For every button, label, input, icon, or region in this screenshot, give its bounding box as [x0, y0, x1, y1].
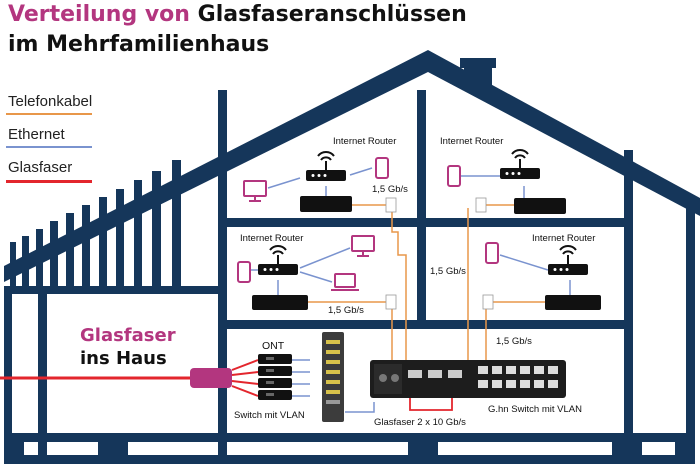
legend-label-ethernet: Ethernet — [8, 126, 65, 143]
ont-stack — [258, 354, 292, 400]
phone-icon-ml — [237, 261, 251, 283]
router-label-tl: Internet Router — [333, 136, 397, 147]
eth-ont-switch — [292, 359, 310, 397]
phone-icon-tr — [447, 165, 461, 187]
router-icon-ml — [258, 245, 298, 275]
router-label-tr: Internet Router — [440, 136, 504, 147]
speed-label-mr: 1,5 Gb/s — [496, 336, 532, 347]
routers — [258, 149, 588, 275]
monitor-icon-tl — [243, 180, 267, 202]
chimney — [460, 58, 496, 90]
monitor-icon-ml — [351, 235, 375, 257]
eth-tl-pc — [267, 177, 301, 189]
router-icon-tl — [306, 151, 346, 181]
fiber-splitter-outputs — [231, 359, 259, 397]
legend-line-glasfaser — [6, 180, 92, 183]
legend-label-telefonkabel: Telefonkabel — [8, 93, 93, 110]
eth-ml-laptop — [299, 271, 333, 283]
phone-icon-mr — [485, 242, 499, 264]
speed-label-ml: 1,5 Gb/s — [328, 305, 364, 316]
wall-sockets — [385, 197, 494, 310]
cables — [0, 167, 571, 413]
title-line-1: Verteilung von Glasfaseranschlüssen — [8, 2, 467, 27]
legend-lines — [6, 113, 92, 183]
modems — [252, 196, 601, 310]
glasfaser-heading: Glasfaser — [80, 325, 176, 346]
title-line-2: im Mehrfamilienhaus — [8, 32, 270, 57]
fiber-link-label: Glasfaser 2 x 10 Gb/s — [374, 417, 466, 428]
eth-mr-phone — [499, 254, 549, 271]
vlan-switch — [322, 332, 344, 422]
eth-switch-ghn — [345, 402, 375, 413]
router-label-ml: Internet Router — [240, 233, 304, 244]
ont-label: ONT — [262, 340, 285, 352]
ghn-switch-label: G.hn Switch mit VLAN — [488, 404, 582, 415]
router-icon-mr — [548, 245, 588, 275]
legend-line-telefonkabel — [6, 113, 92, 115]
eth-ml-pc — [299, 247, 351, 269]
fiber-splitter — [190, 368, 232, 388]
title-main: Glasfaseranschlüssen — [197, 2, 467, 27]
ins-haus-heading: ins Haus — [80, 348, 167, 369]
laptop-icon-ml — [331, 273, 359, 291]
switch-vlan-label: Switch mit VLAN — [234, 410, 305, 421]
router-label-mr: Internet Router — [532, 233, 596, 244]
fiber-ghn-uplink — [409, 398, 453, 411]
phone-icon-tl — [375, 157, 389, 179]
speed-label-tl: 1,5 Gb/s — [372, 184, 408, 195]
phone-cable-riser-left — [391, 212, 407, 360]
title-accent: Verteilung von — [8, 2, 190, 27]
legend-line-ethernet — [6, 146, 92, 148]
house-roof — [4, 50, 700, 290]
eth-tl-phone — [349, 167, 373, 176]
router-icon-tr — [500, 149, 540, 179]
ghn-switch — [370, 360, 566, 398]
speed-label-mid: 1,5 Gb/s — [430, 266, 466, 277]
legend-label-glasfaser: Glasfaser — [8, 159, 73, 176]
end-devices — [237, 157, 499, 291]
